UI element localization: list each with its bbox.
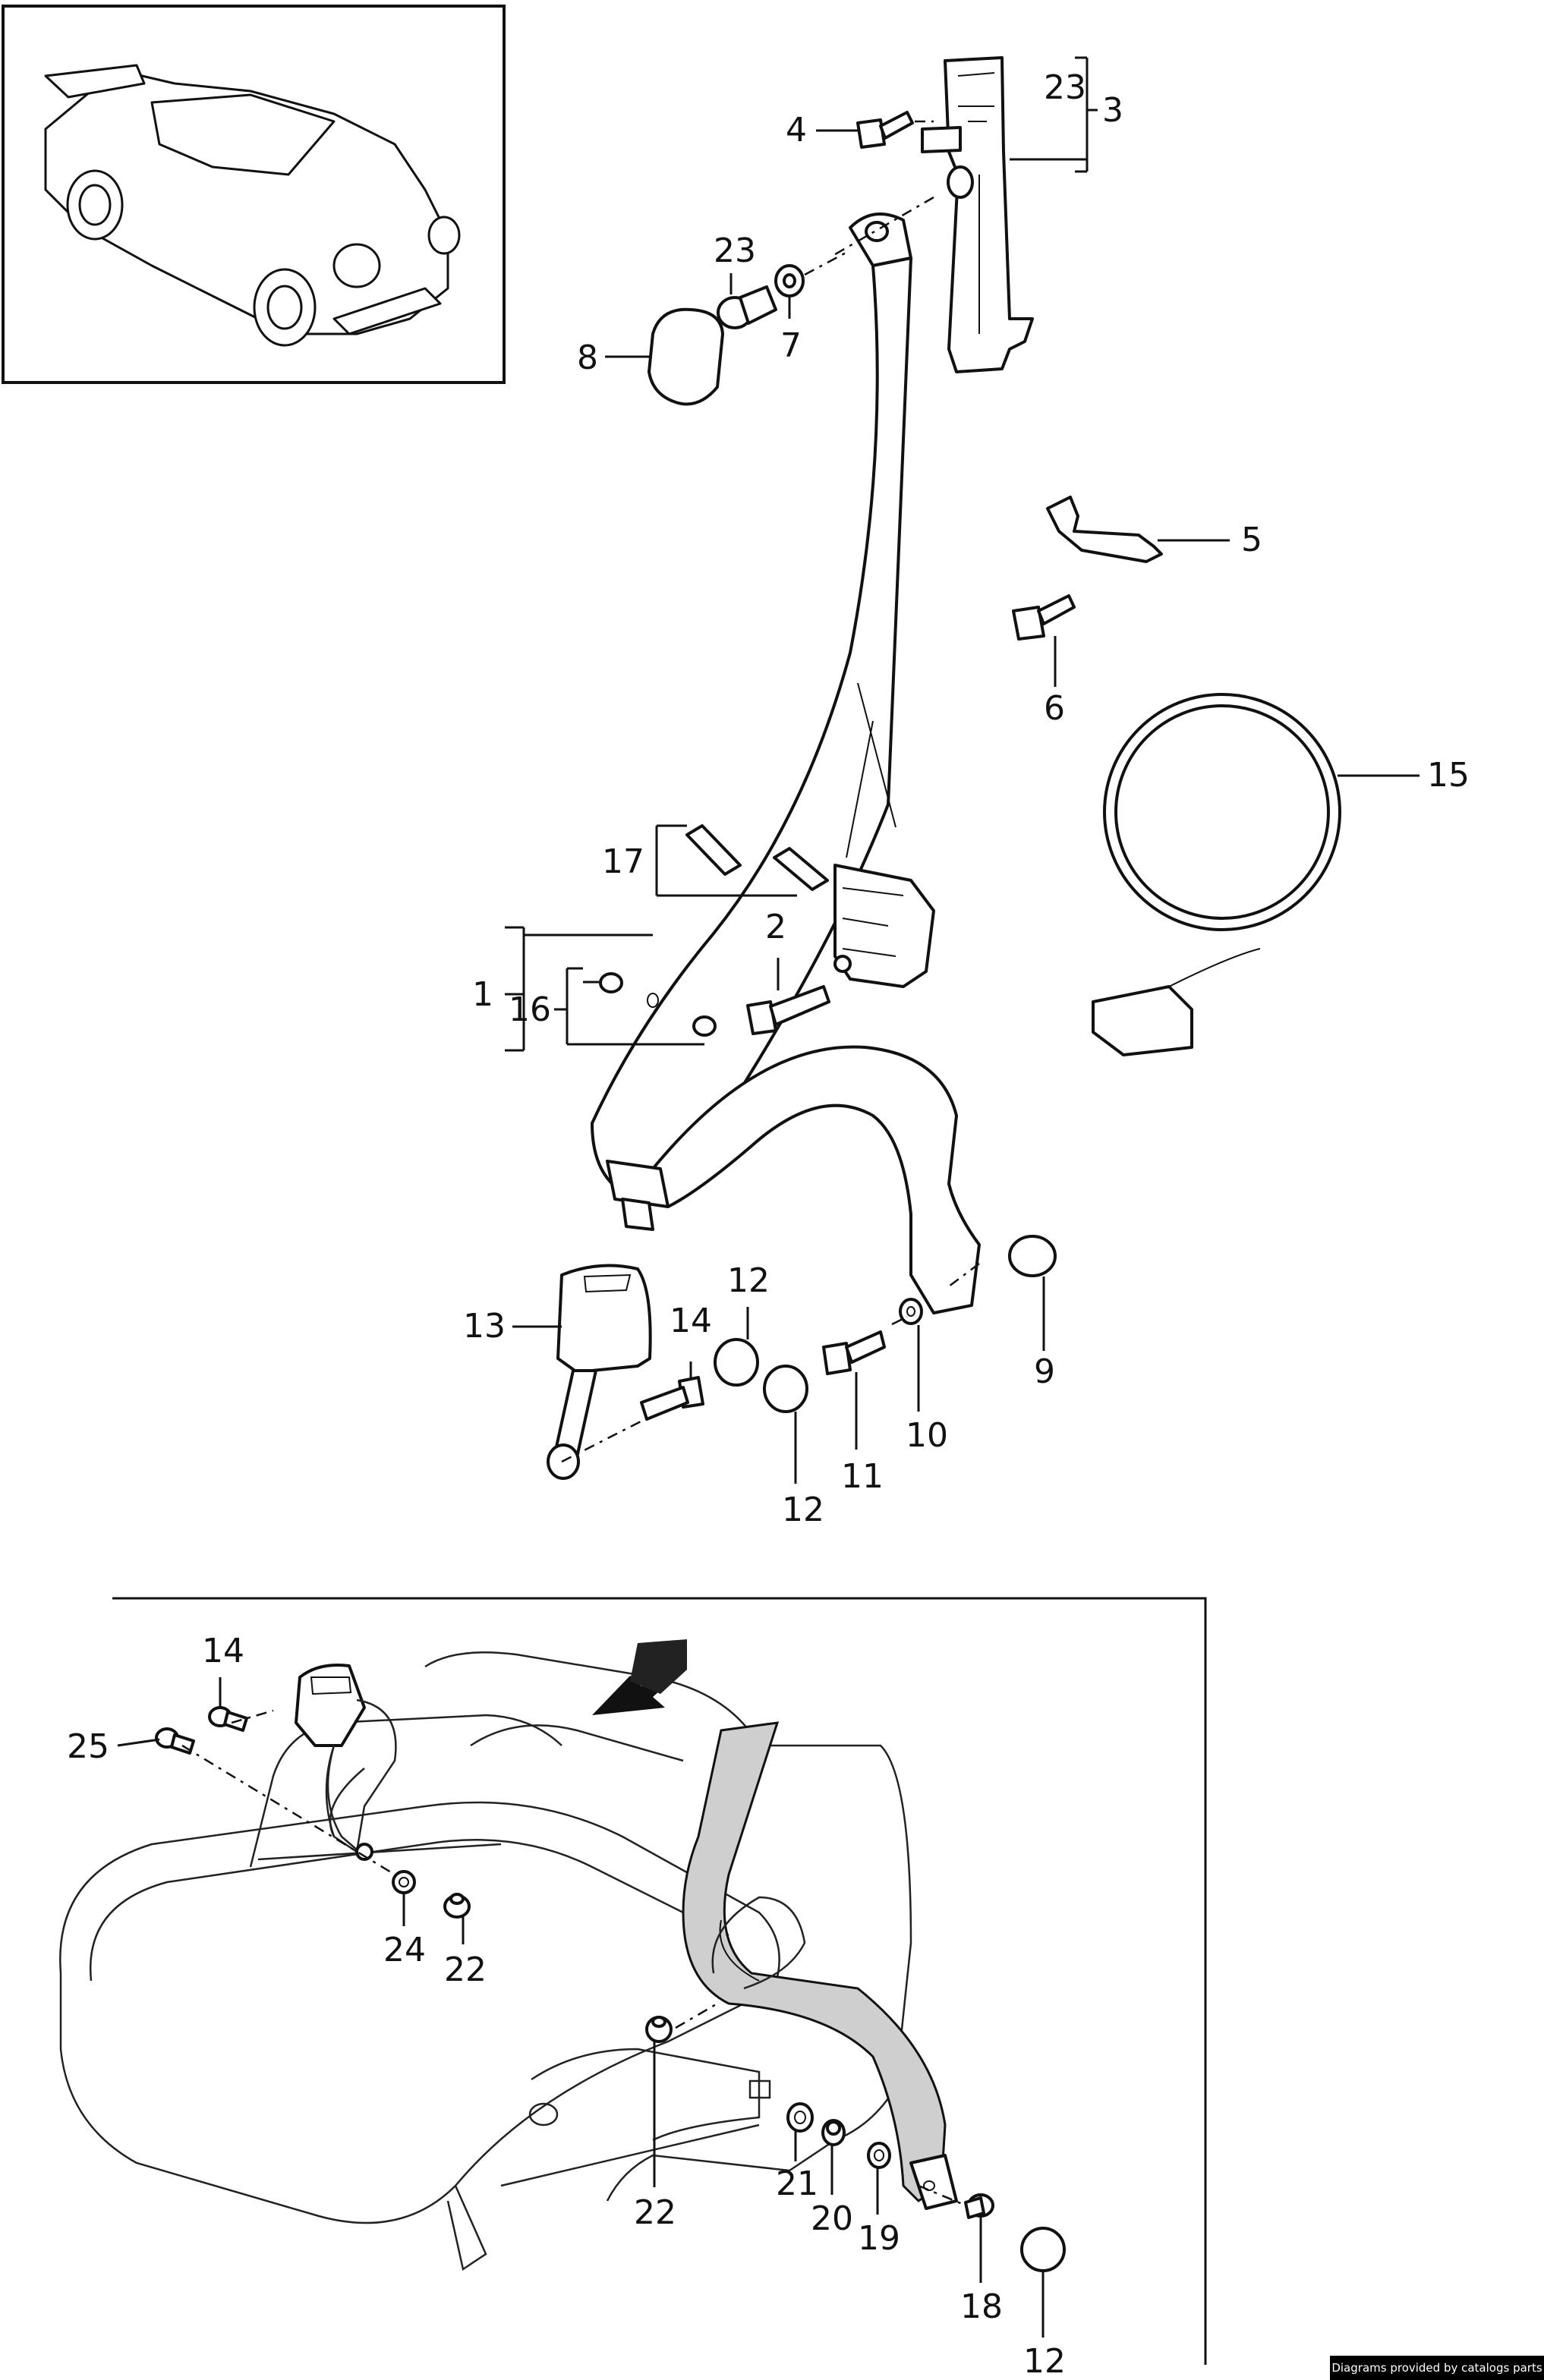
label-12-bottom: 12 — [782, 1491, 824, 1529]
car-thumbnail — [2, 5, 506, 384]
part-14-bolt — [640, 1376, 704, 1421]
part-16-fasteners — [599, 972, 717, 1037]
part-10-washer — [899, 1298, 923, 1325]
assembly-lines — [561, 120, 980, 1463]
label-22-left: 22 — [444, 1950, 487, 1989]
label-14-lower: 14 — [202, 1632, 244, 1670]
label-6: 6 — [1044, 689, 1065, 728]
label-4: 4 — [786, 111, 807, 150]
label-23-upper: 23 — [1044, 68, 1086, 107]
part-15-cable-harness — [1092, 693, 1341, 1056]
label-18: 18 — [960, 2287, 1003, 2326]
lower-part-20-spacer — [821, 2119, 846, 2146]
label-25: 25 — [67, 1727, 109, 1766]
lower-view-frame — [112, 1597, 1207, 2365]
label-9: 9 — [1034, 1352, 1055, 1391]
lower-part-19-washer — [867, 2142, 891, 2169]
part-3-height-adjuster — [921, 56, 1034, 373]
label-23-lower: 23 — [714, 231, 756, 270]
part-7-washer — [774, 264, 805, 298]
label-20: 20 — [811, 2199, 853, 2238]
label-10: 10 — [906, 1416, 948, 1455]
part-13-buckle — [547, 1264, 652, 1480]
part-5-wire-clip — [1046, 496, 1163, 563]
label-17: 17 — [602, 842, 644, 881]
lower-leader-lines — [117, 1677, 1045, 2338]
label-8: 8 — [577, 338, 598, 377]
part-12-bushings — [714, 1338, 808, 1413]
diagram-credit: Diagrams provided by catalogs parts — [1330, 2356, 1544, 2380]
label-22-center: 22 — [634, 2193, 676, 2232]
label-1: 1 — [472, 975, 493, 1014]
seat-installation-view — [59, 1639, 1066, 2272]
part-2-bolt — [746, 985, 830, 1035]
part-17-clips — [685, 824, 829, 891]
lower-part-14-bolt — [208, 1706, 248, 1732]
lower-belt-webbing — [682, 1721, 958, 2210]
part-23-bolt — [717, 285, 777, 329]
label-24: 24 — [383, 1931, 426, 1969]
label-16: 16 — [509, 990, 551, 1029]
belt-assembly-exploded-view — [547, 56, 1341, 1480]
label-14-upper: 14 — [670, 1302, 712, 1340]
lower-part-22-nut-seat — [645, 2016, 673, 2043]
part-6-bolt — [1012, 594, 1076, 641]
lower-buckle — [295, 1664, 397, 1861]
upper-leader-lines — [505, 56, 1420, 1484]
forward-direction-arrow-icon — [592, 1639, 687, 1715]
label-11: 11 — [841, 1457, 884, 1496]
part-9-bushing — [1008, 1235, 1057, 1277]
lower-part-25-bolt — [155, 1727, 195, 1755]
label-3: 3 — [1102, 91, 1123, 130]
lower-part-12-cap — [1020, 2227, 1066, 2272]
part-11-bolt — [822, 1330, 886, 1375]
label-7: 7 — [780, 326, 802, 365]
label-19: 19 — [858, 2219, 900, 2258]
lower-part-22-nut — [443, 1893, 471, 1919]
label-13: 13 — [463, 1307, 506, 1346]
label-12-seat: 12 — [1023, 2342, 1066, 2380]
label-5: 5 — [1241, 521, 1262, 559]
label-2: 2 — [765, 908, 786, 946]
label-12-top: 12 — [727, 1261, 770, 1300]
part-8-cover-cap — [648, 307, 724, 406]
label-15: 15 — [1427, 756, 1470, 795]
part-4-bolt — [856, 111, 914, 149]
lower-part-21-washer — [786, 2102, 814, 2133]
label-21: 21 — [776, 2164, 818, 2203]
lower-part-24-washer — [392, 1870, 416, 1894]
lower-part-18-bolt — [964, 2193, 994, 2219]
callout-labels: 23 3 4 23 7 8 5 6 15 17 2 1 16 12 13 14 … — [67, 68, 1470, 2380]
part-1-retractor — [833, 864, 935, 988]
